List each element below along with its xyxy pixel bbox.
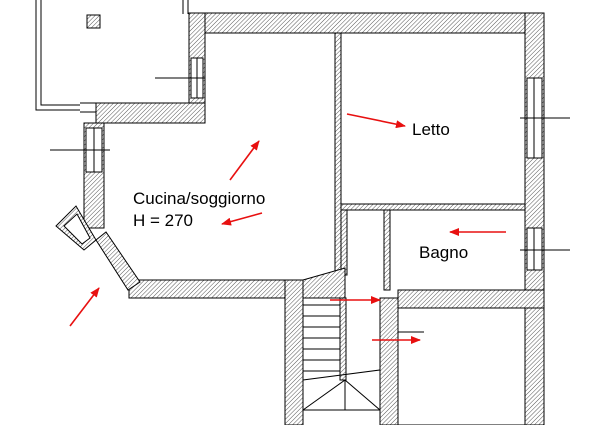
bay-wall	[95, 231, 141, 291]
arrow-letto	[346, 113, 406, 129]
room-label-bagno: Bagno	[419, 243, 469, 262]
interior-walls	[334, 32, 526, 291]
staircase	[302, 267, 381, 411]
bay-window	[55, 205, 97, 251]
lower-room	[397, 307, 526, 425]
room-label-cucina: Cucina/soggiorno	[133, 189, 266, 208]
arrow-cucina-up	[229, 140, 260, 181]
column-marker	[86, 14, 101, 29]
terrace	[35, 0, 189, 113]
flow-arrows	[69, 113, 506, 344]
windows	[50, 57, 570, 271]
arrow-cucina-left	[221, 212, 263, 226]
arrow-entrance	[69, 287, 100, 327]
room-height-label: H = 270	[133, 211, 194, 230]
room-label-letto: Letto	[412, 120, 450, 139]
